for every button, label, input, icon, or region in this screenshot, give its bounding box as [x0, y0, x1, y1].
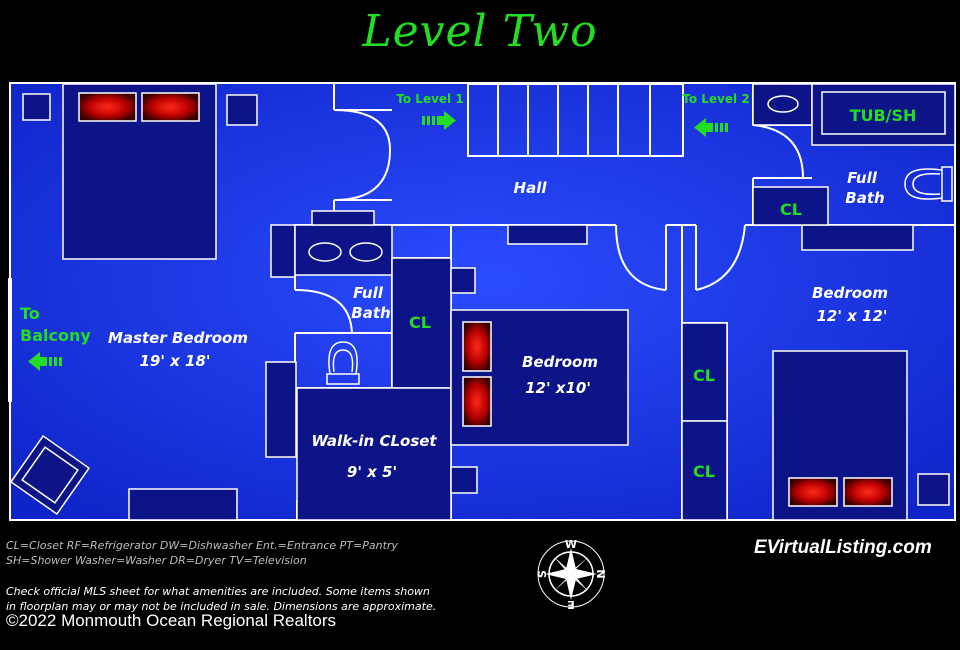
arrow-right-icon	[422, 111, 456, 130]
website-link[interactable]: EVirtualListing.com	[754, 537, 932, 558]
room-name-right-bedroom: Bedroom	[812, 284, 888, 302]
compass-west: W	[565, 538, 577, 551]
compass-icon: W E S N	[536, 538, 607, 611]
room-size-center-bedroom: 12' x10'	[525, 379, 591, 397]
pillow	[843, 477, 893, 507]
disclaimer-line: in floorplan may or may not be included …	[6, 600, 437, 613]
toilet	[904, 166, 953, 202]
disclaimer-line: Check official MLS sheet for what amenit…	[6, 585, 430, 598]
compass-north: N	[594, 569, 607, 578]
bath-closet	[752, 186, 829, 226]
room-name-left-bath-2: Bath	[351, 304, 390, 322]
pillow	[788, 477, 838, 507]
arrow-left-icon	[694, 118, 728, 137]
room-name-hall: Hall	[514, 179, 548, 197]
master-bed	[62, 83, 217, 260]
to-level-2-label: To Level 2	[682, 92, 749, 106]
room-name-center-bedroom: Bedroom	[522, 353, 598, 371]
room-size-right-bedroom: 12' x 12'	[816, 307, 887, 325]
legend: CL=Closet RF=Refrigerator DW=Dishwasher …	[6, 538, 446, 568]
nightstand	[917, 473, 950, 506]
room-name-walk-in-closet: Walk-in CLoset	[311, 432, 437, 450]
disclaimer: Check official MLS sheet for what amenit…	[6, 584, 446, 614]
room-name-left-bath-1: Full	[353, 284, 384, 302]
legend-line: SH=Shower Washer=Washer DR=Dryer TV=Tele…	[6, 554, 307, 567]
to-balcony-label-1: To	[20, 304, 40, 323]
compass-east: E	[567, 598, 575, 611]
vanity	[270, 224, 296, 278]
legend-line: CL=Closet RF=Refrigerator DW=Dishwasher …	[6, 539, 398, 552]
tub-shower-label: TUB/SH	[850, 106, 917, 125]
nightstand	[450, 466, 478, 494]
pillow	[462, 376, 492, 427]
room-size-walk-in-closet: 9' x 5'	[347, 463, 397, 481]
dresser	[128, 488, 238, 521]
hall-table	[507, 224, 588, 245]
sink	[349, 242, 383, 262]
closet-label: CL	[780, 200, 802, 219]
room-name-right-bath-1: Full	[847, 169, 878, 187]
dresser	[801, 224, 914, 251]
walk-in-closet-area	[296, 387, 452, 521]
toilet	[326, 341, 360, 385]
compass-south: S	[536, 570, 549, 578]
to-balcony-label-2: Balcony	[20, 326, 91, 345]
doors	[294, 109, 812, 334]
vanity-counter	[294, 224, 393, 276]
vanity-top	[311, 210, 375, 226]
copyright: ©2022 Monmouth Ocean Regional Realtors	[6, 611, 337, 630]
room-name-master: Master Bedroom	[108, 329, 248, 347]
bath-sink-counter	[752, 83, 813, 126]
tub-inner	[821, 91, 946, 135]
closet-right-lower	[681, 420, 728, 521]
arrow-left-icon	[28, 352, 62, 371]
sink	[767, 95, 799, 113]
to-level-1-label: To Level 1	[396, 92, 463, 106]
floor-title: Level Two	[362, 6, 598, 57]
nightstand	[226, 94, 258, 126]
closet-label: CL	[409, 313, 431, 332]
room-name-right-bath-2: Bath	[845, 189, 884, 207]
nightstand	[450, 267, 476, 294]
armchair	[9, 434, 91, 516]
nightstand	[22, 93, 51, 121]
pillow	[462, 321, 492, 372]
dresser	[265, 361, 297, 458]
room-size-master: 19' x 18'	[139, 352, 210, 370]
closet-label: CL	[693, 462, 715, 481]
closet-left-bath	[391, 257, 452, 389]
sink	[308, 242, 342, 262]
closet-label: CL	[693, 366, 715, 385]
